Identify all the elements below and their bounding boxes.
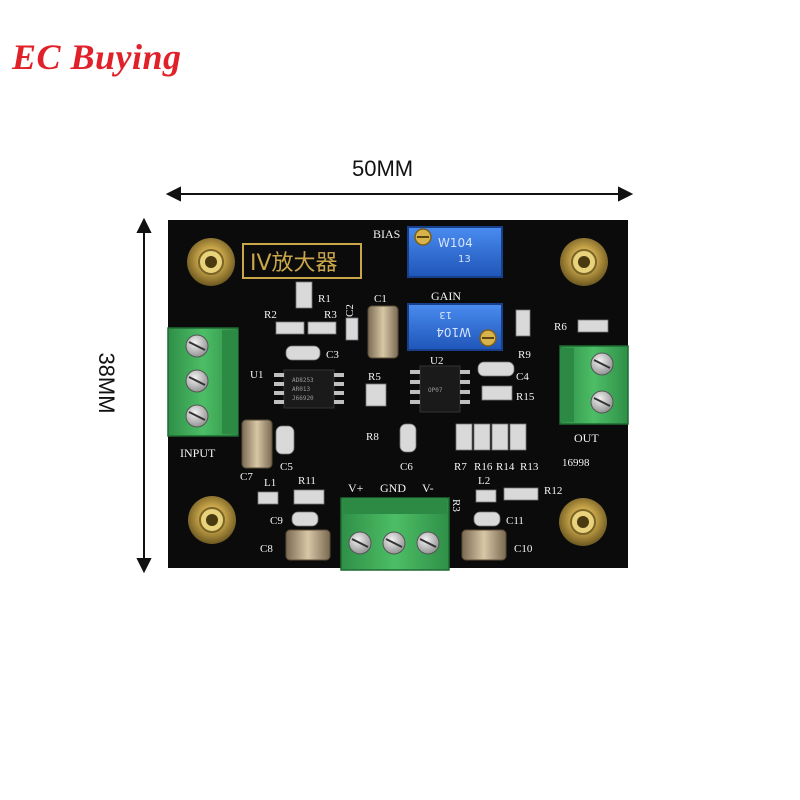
ref-r2: R2 — [264, 309, 277, 321]
board-title-box — [242, 243, 362, 279]
ref-u1: U1 — [250, 369, 263, 381]
width-dimension-label: 50MM — [352, 156, 414, 181]
bias-trimmer-text: W104 — [438, 236, 473, 250]
board-serial: 16998 — [562, 457, 590, 469]
ref-c5: C5 — [280, 461, 293, 473]
ref-c7: C7 — [240, 471, 253, 483]
mounting-hole-top-left — [187, 238, 235, 286]
ref-r14: R14 — [496, 461, 515, 473]
vplus-label: V+ — [348, 481, 364, 495]
bias-trimmer-sub: 13 — [458, 254, 471, 265]
input-label: INPUT — [180, 446, 216, 460]
ref-c10: C10 — [514, 543, 533, 555]
gain-label: GAIN — [431, 289, 461, 303]
ref-r9: R9 — [518, 349, 531, 361]
brand-logo: EC Buying — [12, 37, 182, 77]
ic-u1-line2: AR013 — [292, 386, 310, 393]
ref-l1: L1 — [264, 477, 276, 489]
vminus-label: V- — [422, 481, 434, 495]
ref-c8: C8 — [260, 543, 273, 555]
ref-r1: R1 — [318, 293, 331, 305]
ic-u2: OP07 — [410, 365, 470, 413]
power-terminal-block — [340, 497, 450, 571]
ref-r8: R8 — [366, 431, 379, 443]
capacitor-c10 — [461, 529, 507, 561]
ic-u1-line3: J66920 — [292, 395, 314, 402]
gain-trimmer-potentiometer: W104 13 — [407, 303, 503, 351]
ref-c6: C6 — [400, 461, 413, 473]
mounting-hole-bottom-right — [559, 498, 607, 546]
out-terminal-block — [559, 345, 629, 425]
ref-r11: R11 — [298, 475, 316, 487]
capacitor-c1 — [367, 305, 399, 359]
mounting-hole-top-right — [560, 238, 608, 286]
bias-label: BIAS — [373, 227, 400, 241]
out-label: OUT — [574, 431, 599, 445]
gain-trimmer-text: W104 — [436, 325, 471, 339]
ref-r12: R12 — [544, 485, 562, 497]
width-dimension-arrow — [165, 186, 634, 202]
capacitor-c8 — [285, 529, 331, 561]
board-title: IV放大器 — [250, 251, 338, 276]
capacitor-c7 — [241, 419, 273, 469]
ref-r16: R16 — [474, 461, 493, 473]
ref-l2: L2 — [478, 475, 490, 487]
smd-components — [257, 281, 609, 527]
ref-c3: C3 — [326, 349, 339, 361]
ref-u2: U2 — [430, 355, 443, 367]
mounting-hole-bottom-left — [188, 496, 236, 544]
ref-c4: C4 — [516, 371, 529, 383]
ref-c11: C11 — [506, 515, 524, 527]
input-terminal-block — [167, 327, 239, 437]
ref-c2: C2 — [344, 304, 356, 317]
gnd-label: GND — [380, 481, 406, 495]
bias-trimmer-potentiometer: W104 13 — [407, 226, 503, 278]
ref-r6: R6 — [554, 321, 567, 333]
ref-r5: R5 — [368, 371, 381, 383]
ref-c1: C1 — [374, 293, 387, 305]
ref-r7: R7 — [454, 461, 467, 473]
ic-u1-line1: AD8253 — [292, 377, 314, 384]
ref-r3b: R3 — [450, 499, 462, 512]
ic-u2-line2: OP07 — [428, 387, 443, 394]
ref-c9: C9 — [270, 515, 283, 527]
gain-trimmer-sub: 13 — [439, 309, 452, 320]
ref-r13: R13 — [520, 461, 539, 473]
ref-r15: R15 — [516, 391, 535, 403]
height-dimension-arrow — [136, 217, 152, 574]
ic-u1: AD8253 AR013 J66920 — [274, 369, 344, 409]
ref-r3: R3 — [324, 309, 337, 321]
